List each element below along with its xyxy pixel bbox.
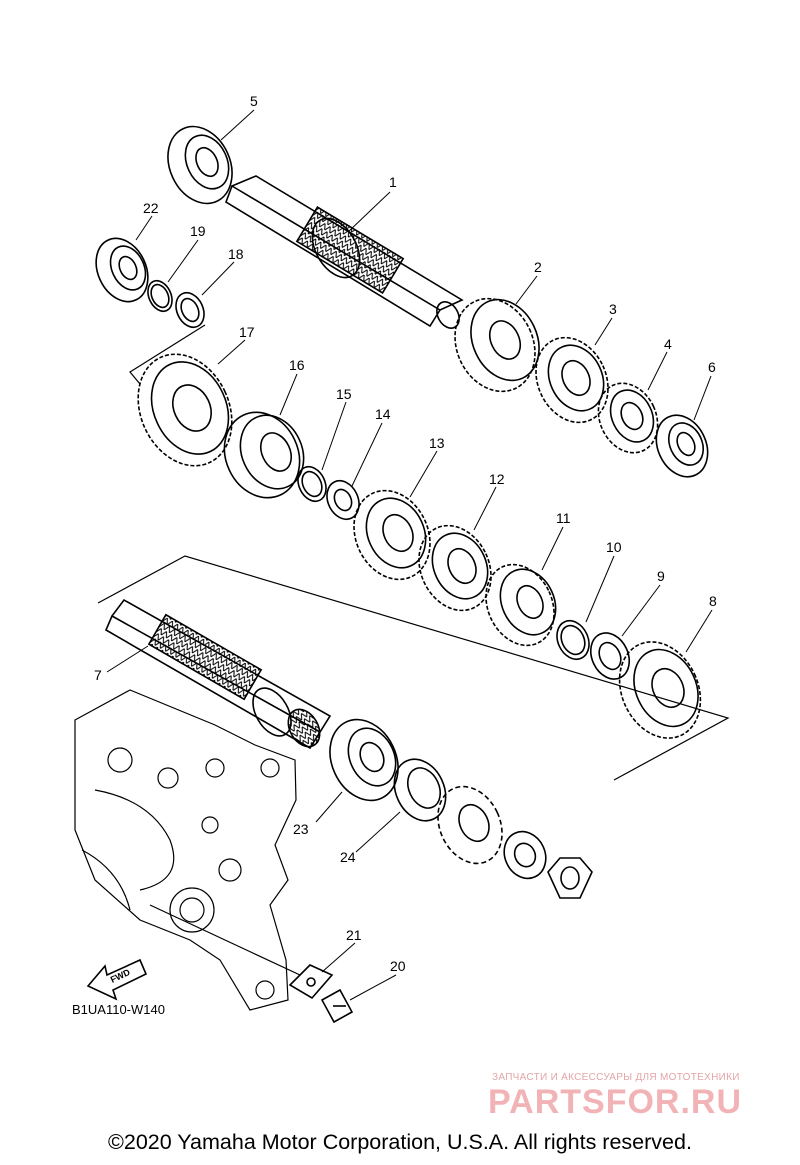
- bearing-22: [95, 237, 149, 303]
- gear-8: [618, 641, 702, 739]
- washer-9: [589, 632, 631, 680]
- transmission-exploded-diagram: 1 2 3 4 5 6 7 8 9 10 11 12 13 14 15 16 1…: [74, 93, 730, 1024]
- callout-4: 4: [664, 336, 672, 352]
- copyright-notice: ©2020 Yamaha Motor Corporation, U.S.A. A…: [108, 1130, 692, 1154]
- callout-10: 10: [606, 539, 622, 555]
- drive-sprocket: [437, 785, 503, 865]
- callout-19: 19: [190, 223, 206, 239]
- main-axle: [225, 175, 464, 329]
- callout-1: 1: [389, 174, 397, 190]
- gear-17: [137, 353, 233, 467]
- lock-washer: [503, 830, 547, 880]
- watermark-tagline: ЗАПЧАСТИ И АКСЕССУАРЫ ДЛЯ МОТОТЕХНИКИ: [492, 1072, 740, 1083]
- callout-9: 9: [657, 568, 665, 584]
- nut: [547, 857, 593, 899]
- callout-23: 23: [293, 821, 309, 837]
- callout-21: 21: [346, 927, 362, 943]
- gear-3: [535, 336, 609, 424]
- callout-13: 13: [429, 435, 445, 451]
- gear-2: [454, 297, 540, 393]
- callout-14: 14: [375, 406, 391, 422]
- screw-20: [320, 988, 354, 1024]
- watermark-logo: PARTSFOR.RU: [488, 1083, 743, 1121]
- gear-16: [223, 411, 305, 499]
- seal-24: [393, 758, 447, 822]
- callout-17: 17: [239, 324, 255, 340]
- callout-labels: 1 2 3 4 5 6 7 8 9 10 11 12 13 14 15 16 1…: [94, 93, 717, 974]
- washer-18: [175, 291, 205, 329]
- callout-2: 2: [534, 259, 542, 275]
- fwd-arrow-icon: [86, 958, 148, 1001]
- callout-18: 18: [228, 246, 244, 262]
- callout-6: 6: [708, 359, 716, 375]
- bearing-23: [329, 718, 399, 802]
- callout-11: 11: [556, 510, 571, 526]
- gear-12: [418, 524, 492, 612]
- gear-4: [597, 382, 659, 454]
- callout-15: 15: [336, 386, 352, 402]
- diagram-code: B1UA110-W140: [72, 1002, 165, 1017]
- washer-14: [326, 479, 360, 521]
- drive-axle-7: [104, 598, 332, 750]
- callout-20: 20: [390, 958, 406, 974]
- gear-11: [485, 563, 557, 647]
- circlip-10: [556, 619, 590, 661]
- crankcase-outline: [74, 689, 297, 1011]
- callout-8: 8: [709, 593, 717, 609]
- bearing-5: [167, 125, 233, 205]
- callout-12: 12: [489, 471, 505, 487]
- callout-3: 3: [609, 301, 617, 317]
- circlip-19: [147, 279, 173, 313]
- callout-7: 7: [94, 667, 102, 683]
- gear-13: [353, 489, 431, 581]
- circlip-15: [297, 465, 327, 503]
- plate-21: [288, 964, 334, 1000]
- callout-22: 22: [143, 200, 159, 216]
- bearing-6: [655, 414, 709, 478]
- callout-16: 16: [289, 357, 305, 373]
- callout-5: 5: [250, 93, 258, 109]
- callout-24: 24: [340, 849, 356, 865]
